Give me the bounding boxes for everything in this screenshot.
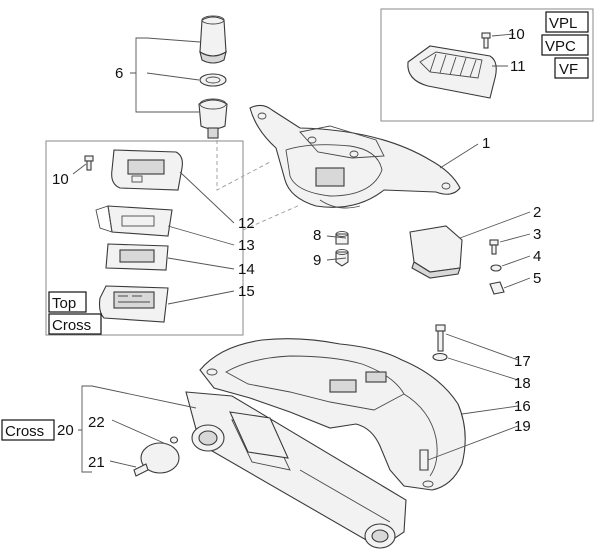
callout-2: 2 [533,204,541,221]
tag-cross: Cross [52,317,91,334]
part-2-cover-cap [409,225,463,279]
part-18-washer [432,352,448,362]
part-5-clip-nut [489,281,505,295]
guide-line-inset-to-1 [242,204,301,231]
part-16-lower-frame [199,338,466,491]
tag-top-box [48,291,87,313]
inset-frame-vpl-vpc-vf [380,8,594,122]
part-3-screw [489,239,499,255]
guide-line-6-to-1 [216,140,271,191]
part-10-screw-lower [84,155,94,171]
part-11-display-unit [407,45,497,99]
tag-vf-box [554,57,589,79]
part-20-lower-cover [185,391,407,549]
part-13-display-bracket [95,205,173,237]
part-22-round-cap [140,436,180,474]
leaders [72,33,531,461]
tag-vpc: VPC [545,38,576,55]
tag-vpl-box [545,11,589,33]
tag-cross-box [48,313,102,335]
callout-16: 16 [514,398,531,415]
part-12-display-cover [111,149,183,191]
part-21-screw [133,463,149,477]
part-8-plug [335,231,349,245]
part-4-washer [490,264,502,272]
part-9-plug [335,249,349,267]
callout-19: 19 [514,418,531,435]
tag-vpl: VPL [549,15,577,32]
callout-13: 13 [238,237,255,254]
callout-22: 22 [88,414,105,431]
part-20-bracket [78,385,197,473]
tag-cross-20: Cross [5,423,44,440]
part-1-handlebar-cover [249,104,461,209]
callout-21: 21 [88,454,105,471]
callout-17: 17 [514,353,531,370]
part-6-connector-stack [198,15,228,139]
callout-14: 14 [238,261,255,278]
callout-1: 1 [482,135,490,152]
callout-10-upper: 10 [508,26,525,43]
part-6-bracket [130,37,201,113]
callout-8: 8 [313,227,321,244]
callout-10-lower: 10 [52,171,69,188]
callout-12: 12 [238,215,255,232]
callout-11: 11 [510,58,526,75]
callout-6: 6 [115,65,123,82]
inset-frame-top-cross [45,140,244,336]
callout-18: 18 [514,375,531,392]
tag-cross-20-box [1,419,55,441]
callout-5: 5 [533,270,541,287]
tag-top: Top [52,295,76,312]
tag-vf: VF [559,61,578,78]
part-14-display-gasket [105,243,169,271]
part-17-bolt [435,324,446,352]
tag-vpc-box [541,34,589,56]
part-10-screw-upper [481,32,491,49]
callout-4: 4 [533,248,541,265]
callout-15: 15 [238,283,255,300]
callout-9: 9 [313,252,321,269]
part-15-display-unit [98,285,169,323]
callout-20: 20 [57,422,74,439]
callout-3: 3 [533,226,541,243]
